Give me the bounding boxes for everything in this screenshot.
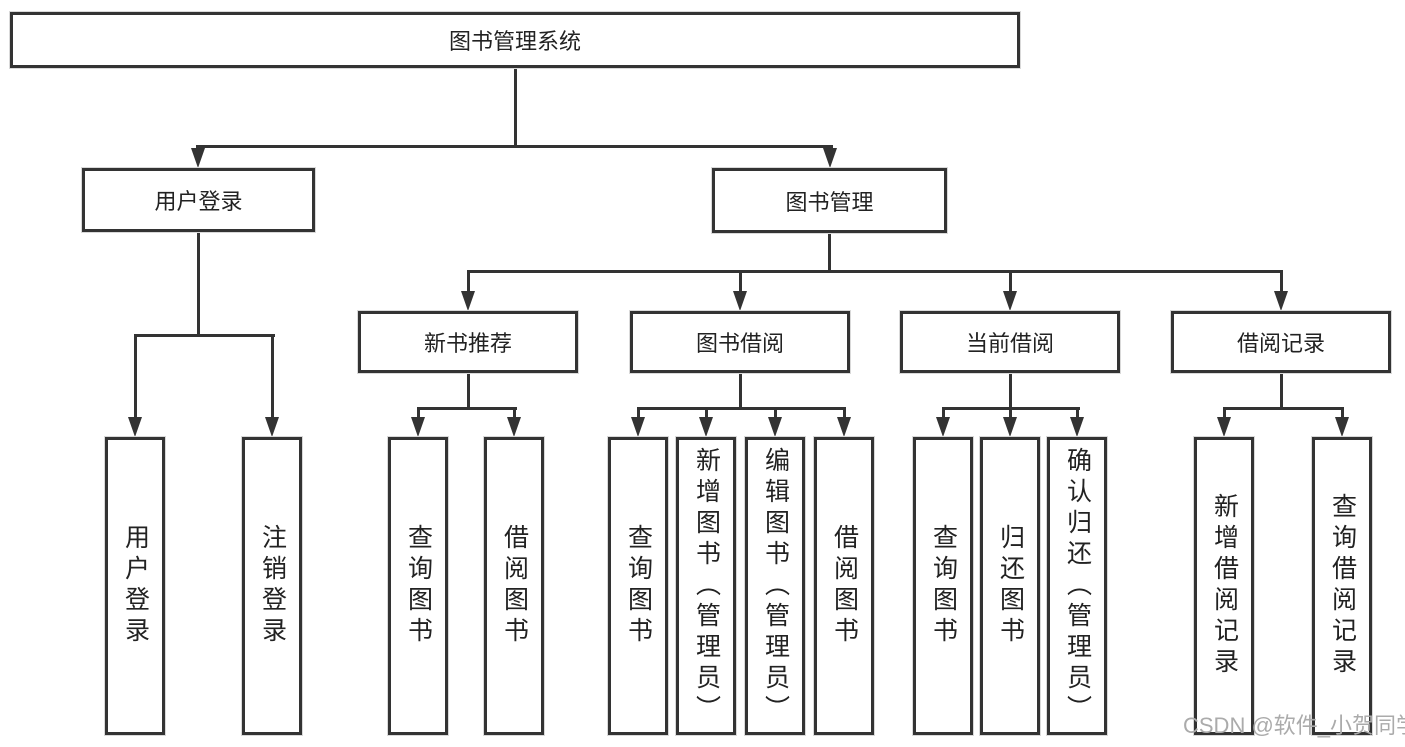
node-borrow-records-label: 借阅记录: [1236, 331, 1325, 356]
node-borrow-records: 借阅记录: [1171, 311, 1391, 373]
arrowhead-icon: [823, 148, 837, 168]
arrowhead-icon: [128, 417, 142, 437]
arrowhead-icon: [837, 417, 851, 437]
connector-line: [942, 407, 945, 419]
leaf-confirm-return-admin: 确认归还（管理员）: [1047, 437, 1107, 735]
leaf-query-borrow-record-label: 查询借阅记录: [1328, 493, 1357, 679]
leaf-add-borrow-record: 新增借阅记录: [1194, 437, 1254, 735]
leaf-return-book: 归还图书: [980, 437, 1040, 735]
arrowhead-icon: [631, 417, 645, 437]
leaf-confirm-return-admin-label: 确认归还（管理员）: [1063, 446, 1092, 726]
leaf-query-books-borrow: 查询图书: [608, 437, 668, 735]
connector-line: [828, 232, 831, 273]
connector-line: [1009, 407, 1012, 419]
arrowhead-icon: [768, 417, 782, 437]
leaf-add-book-admin-label: 新增图书（管理员）: [692, 446, 721, 726]
node-new-book-recommend-label: 新书推荐: [423, 331, 512, 356]
leaf-query-books-current-label: 查询图书: [929, 524, 958, 648]
connector-line: [637, 407, 846, 410]
connector-line: [843, 407, 846, 419]
arrowhead-icon: [1217, 417, 1231, 437]
arrowhead-icon: [507, 417, 521, 437]
arrowhead-icon: [699, 417, 713, 437]
arrowhead-icon: [1335, 417, 1349, 437]
leaf-logout: 注销登录: [242, 437, 302, 735]
leaf-query-books-current: 查询图书: [913, 437, 973, 735]
node-new-book-recommend: 新书推荐: [358, 311, 578, 373]
node-user-login: 用户登录: [82, 168, 315, 232]
arrowhead-icon: [411, 417, 425, 437]
node-current-borrow: 当前借阅: [900, 311, 1120, 373]
leaf-return-book-label: 归还图书: [996, 524, 1025, 648]
node-book-management-label: 图书管理: [785, 189, 874, 215]
connector-line: [1223, 407, 1344, 410]
connector-line: [134, 334, 275, 337]
arrowhead-icon: [1003, 291, 1017, 311]
leaf-borrow-books-recommend: 借阅图书: [484, 437, 544, 735]
connector-line: [1280, 270, 1283, 293]
connector-line: [197, 231, 200, 336]
leaf-query-books-recommend: 查询图书: [388, 437, 448, 735]
connector-line: [417, 407, 517, 410]
leaf-logout-label: 注销登录: [258, 524, 287, 648]
leaf-user-login-label: 用户登录: [121, 524, 150, 648]
leaf-query-borrow-record: 查询借阅记录: [1312, 437, 1372, 735]
connector-line: [1009, 372, 1012, 409]
connector-line: [1223, 407, 1226, 419]
arrowhead-icon: [191, 148, 205, 168]
connector-line: [705, 407, 708, 419]
node-library-system: 图书管理系统: [10, 12, 1020, 68]
csdn-watermark: CSDN @软件_小贺同学: [1183, 713, 1405, 738]
node-book-borrow-label: 图书借阅: [695, 331, 784, 356]
arrowhead-icon: [733, 291, 747, 311]
arrowhead-icon: [936, 417, 950, 437]
arrowhead-icon: [1070, 417, 1084, 437]
connector-line: [467, 270, 470, 293]
connector-line: [1341, 407, 1344, 419]
node-book-borrow: 图书借阅: [630, 311, 850, 373]
node-book-management: 图书管理: [712, 168, 947, 233]
connector-line: [1280, 372, 1283, 409]
connector-line: [637, 407, 640, 419]
connector-line: [196, 145, 833, 148]
arrowhead-icon: [461, 291, 475, 311]
connector-line: [514, 67, 517, 147]
arrowhead-icon: [1003, 417, 1017, 437]
arrowhead-icon: [1274, 291, 1288, 311]
connector-line: [134, 334, 137, 419]
node-user-login-label: 用户登录: [154, 189, 243, 214]
leaf-borrow-books-recommend-label: 借阅图书: [500, 524, 529, 648]
connector-line: [271, 334, 274, 419]
leaf-edit-book-admin: 编辑图书（管理员）: [745, 437, 805, 735]
connector-line: [417, 407, 420, 419]
node-current-borrow-label: 当前借阅: [965, 331, 1054, 356]
arrowhead-icon: [265, 417, 279, 437]
connector-line: [1009, 270, 1012, 293]
connector-line: [467, 372, 470, 409]
connector-line: [513, 407, 516, 419]
leaf-query-books-borrow-label: 查询图书: [624, 524, 653, 648]
leaf-borrow-books-borrow: 借阅图书: [814, 437, 874, 735]
connector-line: [739, 372, 742, 409]
leaf-user-login: 用户登录: [105, 437, 165, 735]
connector-line: [1076, 407, 1079, 419]
leaf-borrow-books-borrow-label: 借阅图书: [830, 524, 859, 648]
connector-line: [467, 270, 1283, 273]
leaf-add-borrow-record-label: 新增借阅记录: [1210, 493, 1239, 679]
node-library-system-label: 图书管理系统: [448, 29, 581, 54]
leaf-query-books-recommend-label: 查询图书: [404, 524, 433, 648]
leaf-add-book-admin: 新增图书（管理员）: [676, 437, 736, 735]
leaf-edit-book-admin-label: 编辑图书（管理员）: [761, 446, 790, 726]
connector-line: [774, 407, 777, 419]
connector-line: [739, 270, 742, 293]
